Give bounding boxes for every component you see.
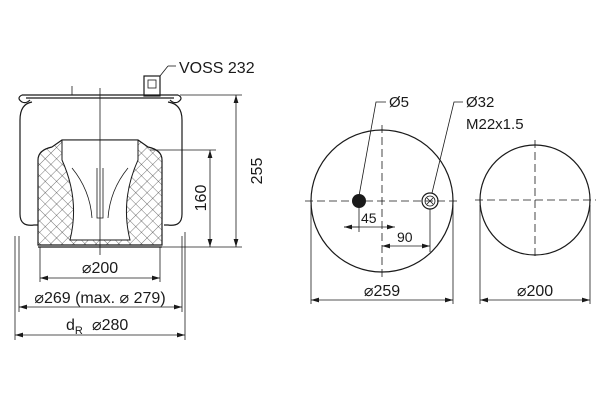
hole-large-label: Ø32: [466, 94, 494, 111]
bellows-diameter-label: ⌀269 (max. ⌀ 279): [34, 290, 165, 307]
offset-large-label: 90: [397, 229, 413, 245]
dr-value-label: ⌀280: [92, 317, 128, 334]
offset-small-label: 45: [361, 210, 377, 226]
height-piston-label: 160: [193, 185, 210, 212]
voss-connector: [143, 75, 161, 97]
piston-diameter-label: ⌀200: [82, 260, 118, 277]
height-total-label: 255: [249, 158, 266, 185]
thread-label: M22x1.5: [466, 116, 524, 133]
bottom-view: ⌀200: [475, 140, 596, 304]
dr-label: dR: [66, 317, 83, 337]
hole-small-label: Ø5: [389, 94, 409, 111]
side-view: VOSS 232 255 160 ⌀200 ⌀269 (max. ⌀ 279) …: [14, 60, 266, 340]
bottom-diameter-label: ⌀200: [517, 283, 553, 300]
top-view: Ø5 Ø32 M22x1.5 45 90 ⌀259: [305, 94, 524, 304]
top-diameter-label: ⌀259: [364, 283, 400, 300]
vent-hole: [352, 194, 366, 208]
connector-label: VOSS 232: [179, 60, 255, 77]
